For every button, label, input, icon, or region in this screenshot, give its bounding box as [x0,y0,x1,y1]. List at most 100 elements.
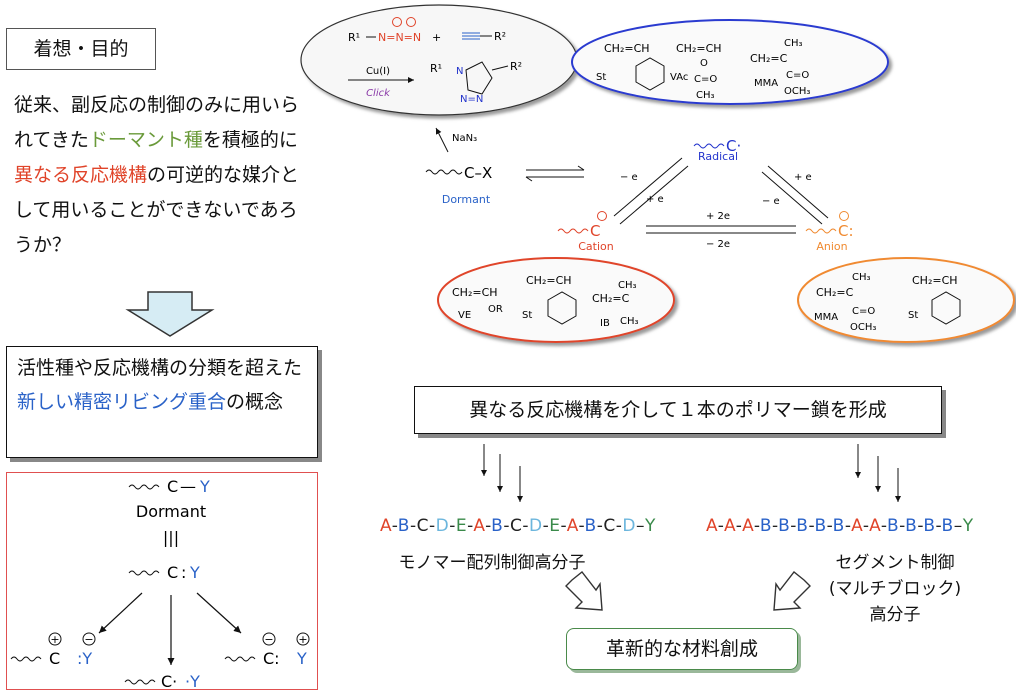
sequence-unit: D [622,516,636,536]
cation-radical-arrow-1 [613,157,683,217]
mma-och3: OCH₃ [784,86,810,97]
sequence-controlled-chain: A-B-C-D-E-A-B-C-D-E-A-B-C-D–Y [380,516,656,536]
minus-e-right: − e [762,196,780,207]
mma-co: C=O [786,70,809,81]
diagonal-arrow-icon [565,571,603,611]
cation-st-label: St [522,310,532,321]
anion-mma-ch3: CH₃ [852,272,871,283]
polymer-chain-icon [10,656,42,662]
aim-title: 着想・目的 [33,38,129,60]
sequence-label: モノマー配列制御高分子 [398,553,586,573]
minus-2e: − 2e [706,239,730,250]
result-text: 革新的な材料創成 [605,638,758,660]
sequence-unit: Y [962,516,974,536]
c-cation: C [590,222,600,240]
radical-st-formula: CH₂=CH [604,42,650,55]
c-anion: C: [838,222,854,240]
diagonal-arrow-icon [773,571,811,611]
sequence-unit: C [603,516,616,536]
radical-label: Radical [698,150,738,163]
radical-anion-arrow-2 [761,171,823,225]
sequence-unit: - [409,516,417,536]
radical-mma-formula: CH₂=C [750,52,788,65]
sequence-unit: - [844,516,852,536]
sequence-unit: - [826,516,833,536]
chain-formation-banner: 異なる反応機構を介して１本のポリマー鎖を形成 [414,386,942,434]
click-plus: + [432,31,441,44]
aim-text-1: 従来、副反応の制御のみに用いられてきた [14,94,300,151]
plus-charge-icon [296,632,310,646]
minus-sign: − [264,633,273,646]
scheme-mid-c: C [167,563,178,582]
sequence-unit: B [941,516,954,536]
sequence-unit: B [886,516,900,536]
sequence-unit: A [742,516,754,536]
sequence-unit: B [814,516,827,536]
sequence-unit: - [578,516,585,536]
sequence-unit: E [549,516,561,536]
plus-e-left: + e [646,194,664,205]
sequence-unit: - [467,516,474,536]
polymer-chain-icon [425,169,463,175]
sequence-unit: - [391,516,398,536]
sequence-unit: B [397,516,410,536]
cation-radical-arrow-2 [619,165,689,225]
anion-minus-icon [839,211,849,221]
anion-label: Anion [816,240,847,253]
arrow-to-cation [98,592,143,634]
click-n1: N [456,66,463,77]
sequence-unit: - [485,516,492,536]
sequence-unit: B [923,516,936,536]
sequence-unit: D [435,516,450,536]
polymer-chain-icon [128,570,160,576]
minus-e-left: − e [620,172,638,183]
scheme-radical-y: ·Y [185,672,200,689]
sequence-unit: - [772,516,779,536]
sequence-unit: A [706,516,718,536]
cation-ib-label: IB [600,318,610,329]
radical-monomer-ellipse [571,19,889,105]
mma-ch3-top: CH₃ [784,38,803,49]
azide-plus-icon [392,17,402,27]
plus-2e: + 2e [706,211,730,222]
benzene-ring-icon [547,291,577,325]
click-r2: R² [494,30,506,43]
radical-anion-arrow-1 [767,165,829,219]
dormant-formula: C–X [464,164,492,182]
minus-charge-icon [262,632,276,646]
result-box: 革新的な材料創成 [566,628,798,670]
sequence-unit: A [380,516,392,536]
segment-label-3: 高分子 [869,605,921,625]
sequence-unit: C [509,516,523,536]
sequence-unit: B [778,516,791,536]
nan3-label: NaN₃ [452,133,477,144]
vac-ch3: CH₃ [696,90,715,101]
sequence-unit: - [880,516,887,536]
segment-label-2: (マルチブロック) [828,579,962,599]
sequence-unit: D [529,516,543,536]
sequence-unit: - [428,516,436,536]
click-label: Click [366,88,391,99]
sequence-unit: - [735,516,743,536]
sequence-unit: - [753,516,760,536]
scheme-anion-y: Y [296,649,307,668]
concept-text-2: の概念 [226,391,284,413]
scheme-mid-colon: : [181,563,186,582]
anion-chain-icon [805,228,837,234]
cation-ve-label: VE [458,310,471,321]
sequence-unit: B [905,516,918,536]
radical-chain-icon [693,143,725,149]
ib-ch3-bottom: CH₃ [620,316,639,327]
sequence-unit: - [596,516,604,536]
mechanism-diagram: R¹ N=N=N + R² Cu(I) Click R¹ N N=N R² Na… [300,4,1015,343]
click-prod-r2: R² [510,60,522,73]
anion-mma-formula: CH₂=C [816,286,854,299]
sequence-unit: – [635,516,645,536]
aim-text-mechanism: 異なる反応機構 [14,164,148,186]
cation-label: Cation [578,240,614,253]
scheme-cation-c: C [49,649,60,668]
sequence-unit: - [717,516,725,536]
sequence-unit: B [584,516,597,536]
segment-controlled-chain: A-A-A-B-B-B-B-B-A-A-B-B-B-B–Y [706,516,974,536]
radical-st-label: St [596,72,606,83]
